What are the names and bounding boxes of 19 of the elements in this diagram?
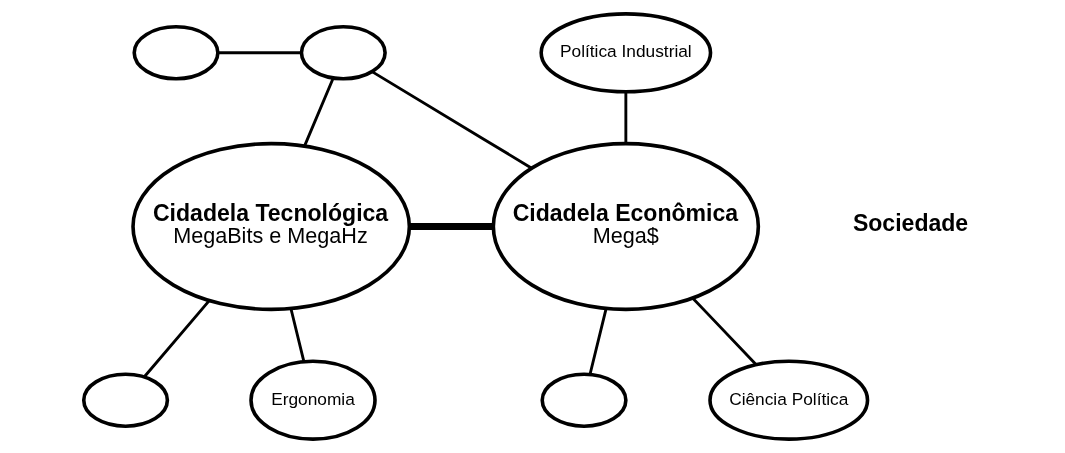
connector [303,77,335,147]
connector [143,299,211,378]
node-ellipse: Política Industrial [539,12,713,94]
connector [371,70,533,170]
node-ellipse [299,25,387,81]
node-ellipse [540,372,628,428]
node-ellipse: Cidadela Econômica Mega$ [491,141,761,312]
connector [289,308,306,362]
connector [624,91,628,144]
node-ellipse [132,25,220,81]
node-ellipse: Cidadela Tecnológica MegaBits e MegaHz [131,141,412,312]
connector [588,308,608,375]
connector [217,51,302,55]
label: Sociedade [852,209,969,236]
node-ellipse [81,372,170,428]
connector [692,297,758,366]
node-ellipse: Ergonomia [249,359,377,441]
connector [409,222,493,231]
node-ellipse: Ciência Política [708,359,870,441]
